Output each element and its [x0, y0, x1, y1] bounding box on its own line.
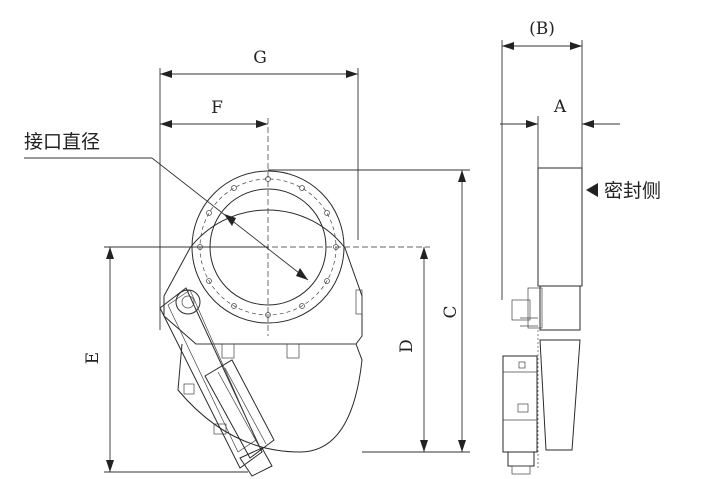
dimension-c: C	[268, 169, 470, 453]
dimension-a: A	[500, 97, 620, 168]
side-view	[502, 167, 583, 475]
dimension-d: D	[397, 247, 428, 452]
port-diameter-leader: 接口直径	[24, 131, 309, 281]
valve-body-outline	[163, 209, 363, 345]
label-c: C	[441, 305, 461, 318]
front-view	[110, 118, 430, 477]
label-a: A	[553, 97, 567, 117]
label-g: G	[253, 48, 267, 68]
side-bracket	[355, 289, 363, 315]
side-actuator-block	[539, 285, 581, 331]
side-body-lower	[539, 339, 581, 451]
valve-body-skirt	[177, 343, 363, 453]
dimension-g: G	[159, 48, 359, 330]
mounting-feet	[196, 343, 356, 359]
side-body-upper	[537, 167, 583, 287]
dimension-b: (B)	[501, 19, 583, 300]
label-seal-side: 密封侧	[604, 180, 661, 202]
label-e: E	[83, 352, 103, 364]
label-b: (B)	[529, 19, 555, 39]
label-port-diameter: 接口直径	[24, 131, 100, 153]
label-d: D	[397, 339, 417, 353]
dimension-f: F	[160, 98, 268, 128]
seal-side-marker: 密封侧	[586, 180, 661, 202]
dimension-e: E	[83, 246, 268, 473]
seal-side-arrow-icon	[586, 183, 598, 197]
actuator-cylinder	[159, 287, 275, 477]
label-f: F	[211, 98, 223, 118]
